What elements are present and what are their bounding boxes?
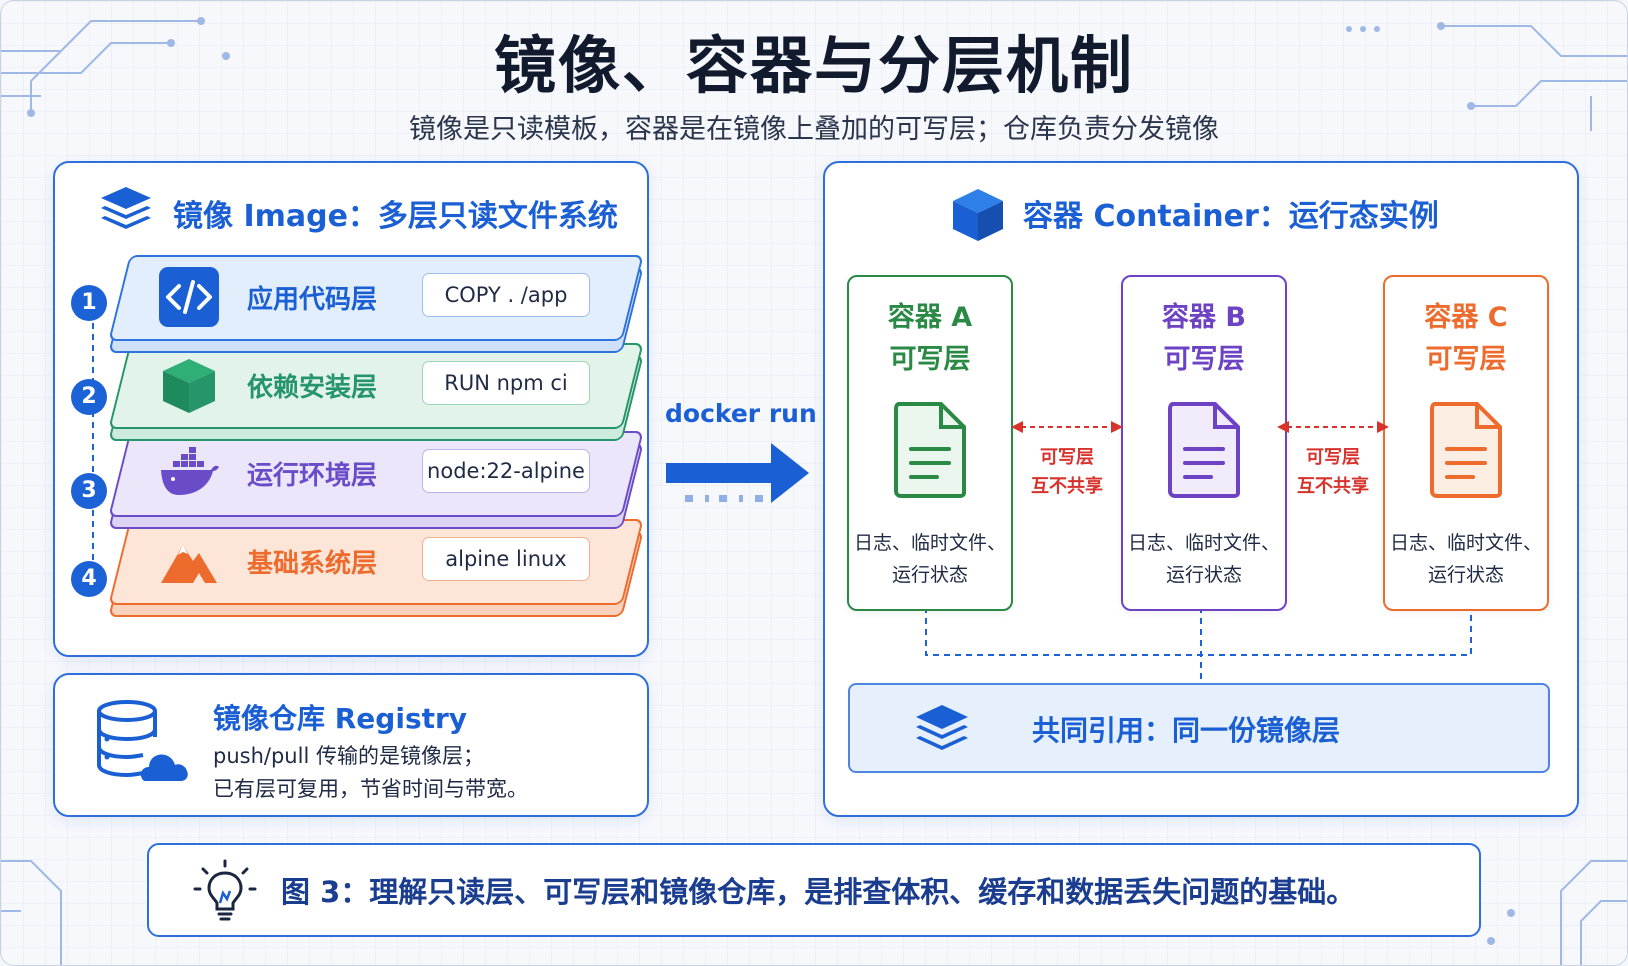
layers-icon xyxy=(916,705,968,750)
no-share-arrow-bc xyxy=(1277,421,1389,433)
circuit-decoration-bottom-right xyxy=(1487,860,1627,965)
container-description: 日志、临时文件、 运行状态 xyxy=(1127,532,1280,586)
layer-number-badge: 3 xyxy=(71,473,107,509)
layer-command: COPY . /app xyxy=(422,273,590,317)
package-box-icon xyxy=(163,359,215,413)
document-icon xyxy=(894,402,966,498)
database-cloud-icon xyxy=(97,700,188,781)
layer-number-track xyxy=(92,301,94,591)
layer-app-code: 应用代码层 COPY . /app xyxy=(108,255,644,353)
docker-run-label: docker run xyxy=(665,399,817,428)
container-description: 日志、临时文件、 运行状态 xyxy=(853,532,1006,586)
layers-icon xyxy=(101,187,151,229)
layer-command: node:22-alpine xyxy=(422,449,590,493)
shared-image-layer-label: 共同引用：同一份镜像层 xyxy=(1032,714,1341,747)
circuit-decoration-top-right xyxy=(1346,22,1627,131)
registry-panel: 镜像仓库 Registry push/pull 传输的是镜像层； 已有层可复用，… xyxy=(53,673,649,817)
layer-runtime: 运行环境层 node:22-alpine xyxy=(108,431,644,529)
layer-base-system: 基础系统层 alpine linux xyxy=(108,519,644,617)
page-subtitle: 镜像是只读模板，容器是在镜像上叠加的可写层；仓库负责分发镜像 xyxy=(409,114,1219,145)
layer-dependencies: 依赖安装层 RUN npm ci xyxy=(108,343,644,441)
figure-caption: 图 3：理解只读层、可写层和镜像仓库，是排查体积、缓存和数据丢失问题的基础。 xyxy=(281,875,1356,909)
layer-command: RUN npm ci xyxy=(422,361,590,405)
cube-icon xyxy=(953,189,1003,241)
code-icon xyxy=(159,267,219,327)
container-card-a: 容器 A 可写层 日志、临时文件、 运行状态 xyxy=(847,275,1013,611)
no-share-arrow-ab xyxy=(1011,421,1123,433)
no-share-label-bc: 可写层 互不共享 xyxy=(1297,447,1369,497)
image-panel-title: 镜像 Image：多层只读文件系统 xyxy=(173,199,618,234)
container-panel-title: 容器 Container：运行态实例 xyxy=(1023,199,1439,234)
document-icon xyxy=(1430,402,1502,498)
container-name: 容器 B 可写层 xyxy=(1162,302,1246,375)
container-card-b: 容器 B 可写层 日志、临时文件、 运行状态 xyxy=(1121,275,1287,611)
document-icon xyxy=(1168,402,1240,498)
layer-name: 运行环境层 xyxy=(247,461,378,491)
shared-image-layer-bar: 共同引用：同一份镜像层 xyxy=(848,683,1550,773)
container-name: 容器 C 可写层 xyxy=(1424,302,1508,375)
lightbulb-icon xyxy=(193,859,257,921)
docker-whale-icon xyxy=(161,447,219,495)
registry-title: 镜像仓库 Registry xyxy=(213,702,468,735)
shared-reference-connectors xyxy=(925,607,1472,683)
layer-command: alpine linux xyxy=(422,537,590,581)
registry-line-1: push/pull 传输的是镜像层； xyxy=(213,744,484,768)
layer-number-badge: 2 xyxy=(71,379,107,415)
container-name: 容器 A 可写层 xyxy=(887,302,973,375)
page-title: 镜像、容器与分层机制 xyxy=(493,29,1134,102)
container-description: 日志、临时文件、 运行状态 xyxy=(1389,532,1542,586)
figure-caption-box: 图 3：理解只读层、可写层和镜像仓库，是排查体积、缓存和数据丢失问题的基础。 xyxy=(147,843,1481,937)
circuit-decoration-top-left xyxy=(1,17,230,117)
docker-run-arrow xyxy=(666,443,809,503)
no-share-label-ab: 可写层 互不共享 xyxy=(1031,447,1103,497)
layer-number-badge: 1 xyxy=(71,285,107,321)
layer-name: 依赖安装层 xyxy=(247,373,378,403)
layer-name: 基础系统层 xyxy=(247,549,378,579)
circuit-decoration-bottom-left xyxy=(1,860,62,965)
layer-number-badge: 4 xyxy=(71,561,107,597)
registry-line-2: 已有层可复用，节省时间与带宽。 xyxy=(213,777,528,801)
container-card-c: 容器 C 可写层 日志、临时文件、 运行状态 xyxy=(1383,275,1549,611)
mountain-icon xyxy=(161,545,217,583)
layer-name: 应用代码层 xyxy=(247,285,378,315)
